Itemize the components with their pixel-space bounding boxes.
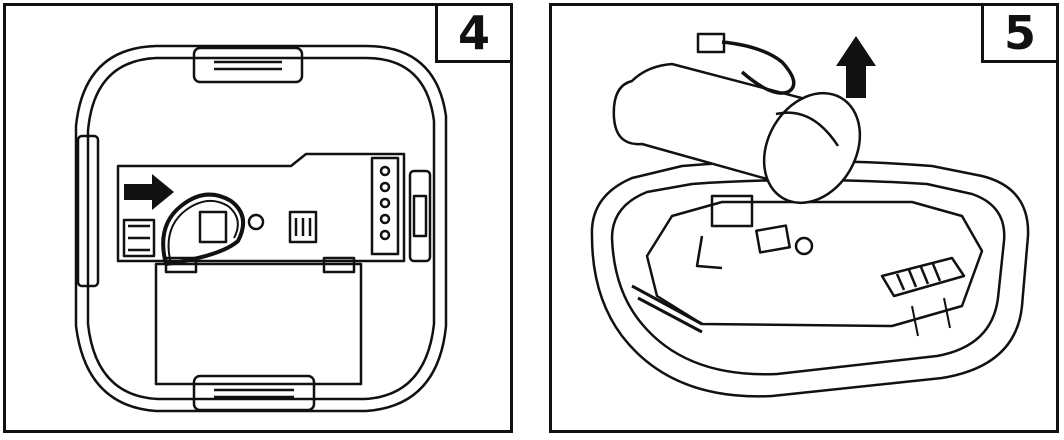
housing-base-inner xyxy=(610,178,1006,376)
step-number-box: 4 xyxy=(435,3,513,63)
battery-plug xyxy=(696,32,726,54)
step-number-box: 5 xyxy=(981,3,1059,63)
step-4-panel: 4 xyxy=(3,3,513,433)
terminal-block xyxy=(370,156,400,256)
push-right-arrow-icon xyxy=(124,174,174,210)
connector-left xyxy=(198,210,228,244)
battery-removal-illustration xyxy=(590,32,1030,398)
step-number: 4 xyxy=(457,6,490,60)
battery-wire xyxy=(721,40,796,95)
device-open-back-illustration xyxy=(74,44,448,413)
connector xyxy=(755,224,791,254)
terminal-block xyxy=(880,256,966,298)
top-clip xyxy=(192,46,304,84)
housing-base-outer xyxy=(590,159,1030,398)
housing-inner xyxy=(86,56,436,401)
circuit-board xyxy=(116,152,406,263)
step-number: 5 xyxy=(1003,6,1036,60)
bottom-clip xyxy=(192,374,316,412)
step-5-panel: 5 xyxy=(549,3,1059,433)
battery-wire xyxy=(161,192,246,266)
housing-outer xyxy=(74,44,448,413)
connector-right xyxy=(288,210,318,244)
lift-up-arrow-icon xyxy=(836,36,876,98)
battery-pack xyxy=(154,262,363,386)
